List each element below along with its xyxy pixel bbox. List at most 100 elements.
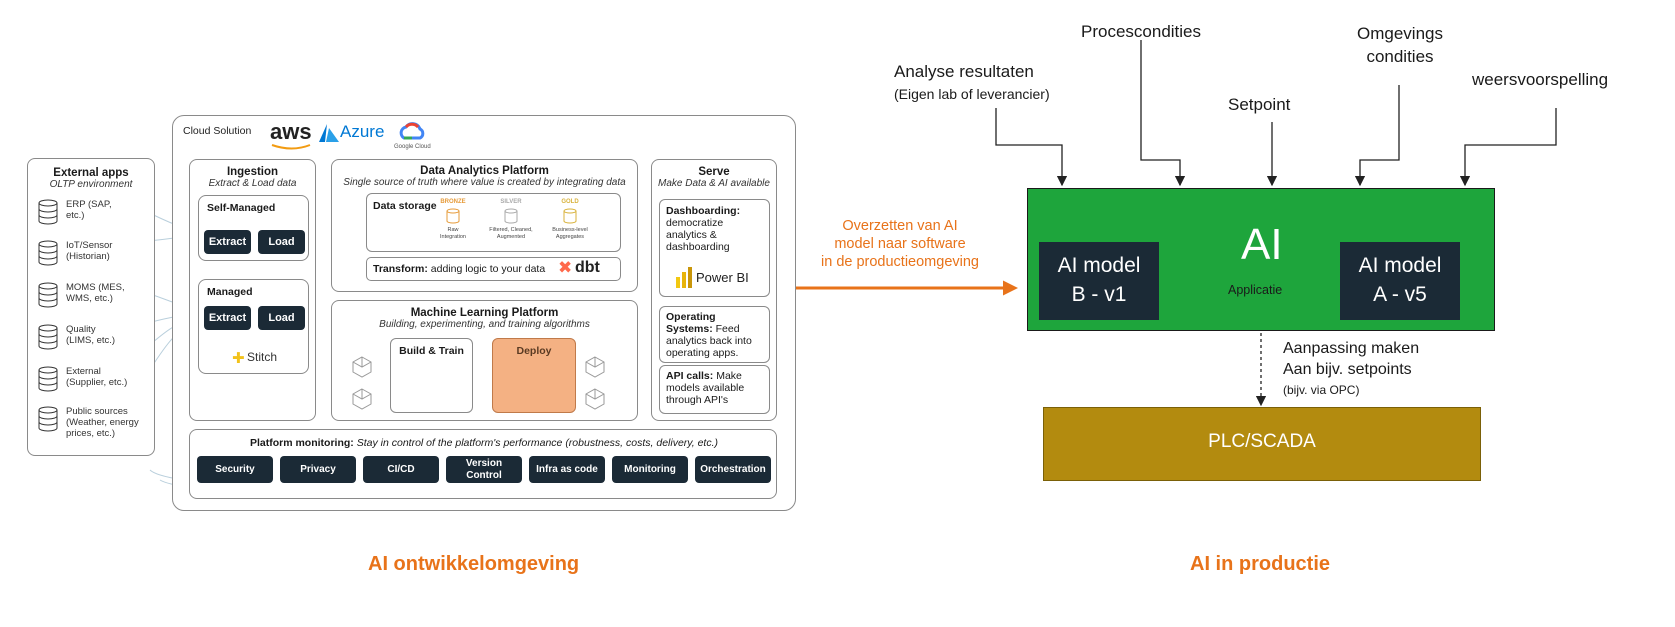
adjustment-text: Aanpassing maken	[1283, 340, 1420, 357]
ingestion-subtitle: Extract & Load data	[208, 178, 297, 189]
input-environment-text: condities	[1366, 47, 1434, 66]
external-app-label: (Supplier, etc.)	[66, 377, 128, 388]
deploy-label: Deploy	[516, 345, 552, 357]
transform-box: Transform: adding logic to your data	[366, 257, 621, 281]
adjustment-label: Aanpassing maken Aan bijv. setpoints	[1283, 338, 1419, 380]
model-cube-icon	[585, 356, 605, 378]
monitoring-button-label: Security	[215, 463, 255, 475]
dbt-icon: ✖	[558, 258, 573, 277]
input-environment-conditions: Omgevings condities	[1330, 22, 1470, 68]
load-button-self[interactable]: Load	[258, 230, 305, 254]
ai-model-a-label: AI model	[1358, 254, 1442, 277]
monitoring-button[interactable]: Monitoring	[612, 456, 688, 483]
external-app-label: MOMS (MES,	[66, 282, 125, 293]
operating-systems-title: Operating	[666, 311, 716, 323]
build-train-box[interactable]: Build & Train	[390, 338, 473, 413]
monitoring-button[interactable]: Infra as code	[529, 456, 605, 483]
input-setpoint: Setpoint	[1228, 95, 1291, 114]
ai-production-caption: AI in productie	[1190, 553, 1330, 575]
ai-model-a-version: A - v5	[1373, 283, 1427, 306]
api-calls-text: through API's	[666, 394, 729, 406]
adjustment-note: (bijv. via OPC)	[1283, 383, 1360, 397]
build-train-label: Build & Train	[399, 345, 464, 357]
storage-tier-icon	[504, 208, 518, 224]
plc-scada-label: PLC/SCADA	[1208, 431, 1316, 452]
monitoring-button-label: Version	[465, 457, 503, 469]
input-environment-text: Omgevings	[1357, 24, 1443, 43]
ai-model-b-version: B - v1	[1071, 283, 1127, 306]
external-app-label: prices, etc.)	[66, 428, 116, 439]
storage-tier-description: Augmented	[496, 234, 526, 240]
deploy-arrow-text: Overzetten van AI	[842, 218, 958, 234]
model-cube-icon	[585, 388, 605, 410]
database-icon	[38, 282, 58, 308]
ai-development-caption: AI ontwikkelomgeving	[368, 553, 580, 575]
data-storage-label: Data storage	[373, 200, 437, 212]
external-apps-panel: External apps OLTP environment ERP (SAP,…	[27, 158, 155, 456]
monitoring-button-label: Control	[466, 469, 502, 481]
monitoring-button-label: Monitoring	[624, 463, 676, 475]
monitoring-button-label: CI/CD	[387, 463, 415, 475]
azure-icon	[319, 124, 339, 142]
input-analyse-results: Analyse resultaten	[894, 62, 1034, 81]
external-app-label: ERP (SAP,	[66, 199, 112, 210]
input-analyse-source: (Eigen lab of leverancier)	[894, 86, 1050, 102]
deploy-arrow-text: in de productieomgeving	[821, 254, 979, 270]
ingestion-title: Ingestion	[226, 166, 279, 178]
ai-model-a[interactable]: AI model A - v5	[1340, 242, 1460, 320]
dashboarding-box: Dashboarding: democratize analytics & da…	[659, 199, 770, 297]
external-app-label: Quality	[66, 324, 96, 335]
model-cube-icon	[352, 356, 372, 378]
deploy-box[interactable]: Deploy	[492, 338, 576, 413]
external-app-label: External	[66, 366, 101, 377]
api-calls-box: API calls: Make models available through…	[659, 365, 770, 414]
load-button-managed[interactable]: Load	[258, 306, 305, 330]
monitoring-button[interactable]: Orchestration	[695, 456, 771, 483]
storage-tier-description: Aggregates	[555, 234, 585, 240]
operating-systems-text: Feed	[712, 323, 740, 335]
ai-model-b[interactable]: AI model B - v1	[1039, 242, 1159, 320]
external-app-label: etc.)	[66, 210, 85, 221]
monitoring-button[interactable]: Privacy	[280, 456, 356, 483]
operating-systems-text: analytics back into	[666, 335, 752, 347]
storage-tier-icon	[563, 208, 577, 224]
data-storage-box: Data storage	[366, 193, 621, 252]
external-app-label: WMS, etc.)	[66, 293, 113, 304]
api-calls-text: models available	[666, 382, 745, 394]
dap-title: Data Analytics Platform	[420, 165, 549, 177]
input-weather-forecast: weersvoorspelling	[1472, 70, 1609, 89]
extract-button-self[interactable]: Extract	[204, 230, 251, 254]
aws-logo: aws	[270, 119, 312, 144]
storage-tier-description: Raw	[447, 227, 459, 233]
input-process-conditions: Procescondities	[1081, 22, 1202, 41]
monitoring-button[interactable]: Security	[197, 456, 273, 483]
external-app-label: IoT/Sensor	[66, 240, 113, 251]
plc-scada-box	[1043, 407, 1481, 481]
database-icon	[38, 240, 58, 266]
deploy-arrow-label: Overzetten van AI model naar software in…	[795, 217, 1005, 271]
api-calls-title: API calls:	[666, 370, 714, 382]
monitoring-button[interactable]: CI/CD	[363, 456, 439, 483]
extract-button-managed[interactable]: Extract	[204, 306, 251, 330]
transform-description: adding logic to your data	[427, 263, 546, 275]
storage-tier-name: SILVER	[500, 199, 522, 205]
azure-logo: Azure	[340, 122, 385, 141]
ai-application-title: AI	[1241, 220, 1283, 269]
serve-title: Serve	[698, 166, 730, 178]
external-apps-subtitle: OLTP environment	[49, 179, 133, 190]
ai-application-subtitle: Applicatie	[1228, 283, 1283, 297]
dashboarding-text: dashboarding	[666, 241, 730, 253]
ml-subtitle: Building, experimenting, and training al…	[379, 319, 590, 330]
power-bi-icon	[676, 267, 692, 288]
google-cloud-icon	[399, 122, 425, 140]
storage-tier-name: GOLD	[561, 199, 579, 205]
database-icon	[38, 324, 58, 350]
google-cloud-label: Google Cloud	[394, 144, 431, 150]
dashboarding-title: Dashboarding:	[666, 205, 741, 217]
ml-title: Machine Learning Platform	[410, 307, 559, 319]
storage-tier-description: Integration	[440, 234, 466, 240]
transform-label: Transform:	[373, 263, 428, 275]
operating-systems-box: Operating Systems: Feed analytics back i…	[659, 306, 770, 363]
monitoring-subtitle: Stay in control of the platform's perfor…	[353, 437, 719, 449]
